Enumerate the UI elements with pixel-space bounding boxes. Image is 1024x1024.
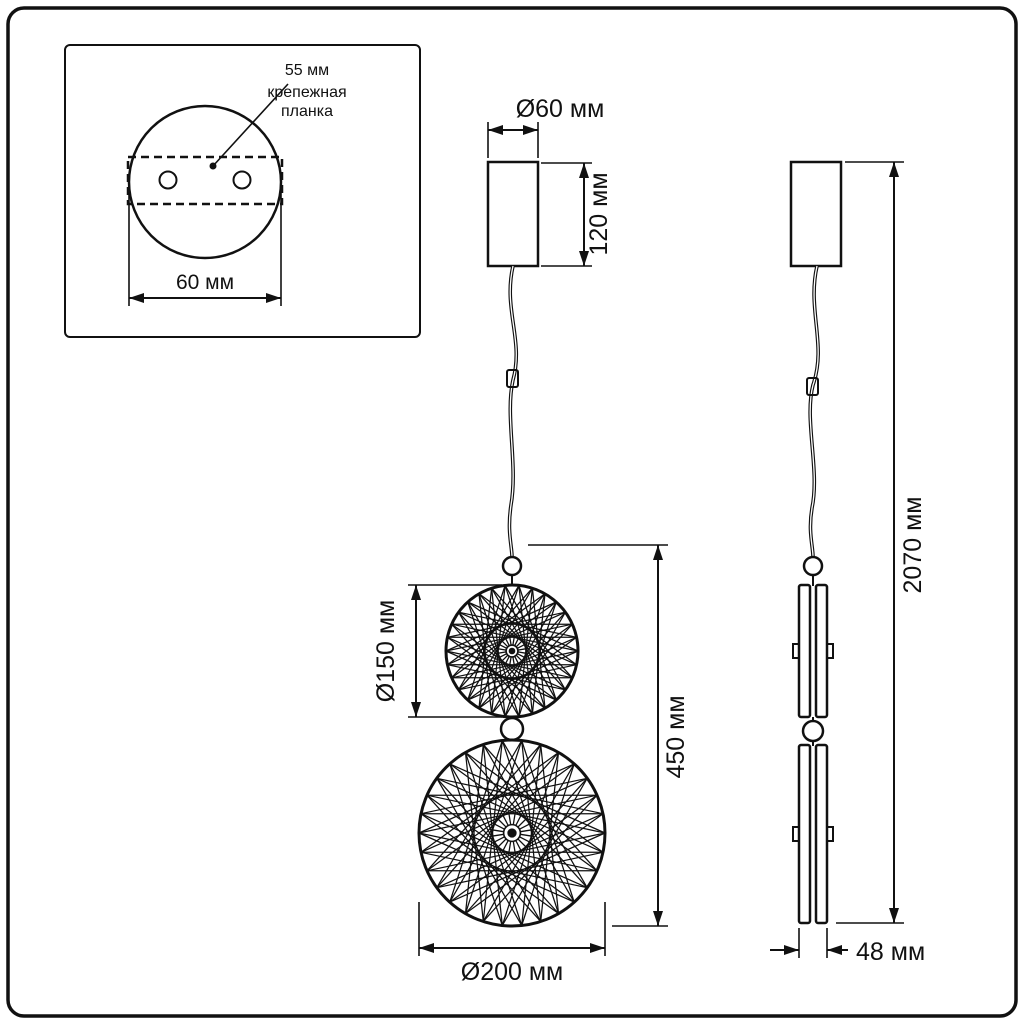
decor-height-label: 450 мм bbox=[662, 695, 690, 778]
slab-plate-right bbox=[814, 743, 829, 925]
front-top-ball bbox=[501, 555, 523, 577]
side-disc-lower bbox=[792, 743, 834, 925]
front-canopy bbox=[486, 160, 540, 268]
slab-plate-left bbox=[797, 583, 812, 719]
side-wire-ferrule bbox=[806, 377, 819, 396]
large-disc-diameter-label: Ø200 мм bbox=[461, 958, 563, 986]
leader-line bbox=[212, 83, 289, 167]
canopy-bottom-circle bbox=[127, 104, 283, 260]
total-height-label: 2070 мм bbox=[899, 497, 927, 594]
plate-name-line1: крепежная bbox=[267, 84, 346, 101]
slab-plate-right bbox=[814, 583, 829, 719]
front-wire-inner bbox=[508, 265, 517, 558]
small-disc-diameter-label: Ø150 мм bbox=[372, 600, 400, 702]
dim-small-disc-diameter: Ø150 мм bbox=[372, 584, 502, 718]
dim-canopy-diameter: Ø60 мм bbox=[487, 95, 605, 158]
dim-total-height: 2070 мм bbox=[836, 161, 927, 924]
inset-width-label: 60 мм bbox=[176, 271, 234, 294]
body-width-label: 48 мм bbox=[856, 938, 925, 966]
mount-hole-left bbox=[158, 170, 178, 190]
side-canopy bbox=[789, 160, 843, 268]
side-disc-upper bbox=[792, 583, 834, 719]
canopy-diameter-label: Ø60 мм bbox=[516, 95, 605, 123]
front-disc-upper bbox=[444, 583, 580, 719]
front-view: Ø60 мм 120 мм Ø150 мм 450 мм bbox=[372, 95, 690, 986]
inset-border bbox=[64, 44, 421, 338]
dim-body-width: 48 мм bbox=[770, 928, 925, 966]
page-frame bbox=[6, 6, 1018, 1018]
side-top-ball bbox=[802, 555, 824, 577]
side-wire-inner bbox=[809, 265, 819, 558]
mount-hole-right bbox=[232, 170, 252, 190]
plate-leader: 55 мм крепежная планка bbox=[209, 62, 347, 170]
dim-canopy-height: 120 мм bbox=[541, 162, 613, 267]
side-mid-ball bbox=[801, 719, 825, 743]
plate-dim-label: 55 мм bbox=[285, 62, 329, 79]
front-disc-lower bbox=[417, 738, 607, 928]
front-mid-ball bbox=[499, 716, 525, 742]
canopy-height-label: 120 мм bbox=[585, 172, 613, 255]
inset-mount-view: 55 мм крепежная планка 60 мм bbox=[64, 44, 421, 338]
front-wire-ferrule bbox=[506, 369, 519, 388]
dim-decor-height: 450 мм bbox=[528, 544, 690, 927]
mounting-plate-dashed bbox=[126, 155, 284, 206]
side-view: 2070 мм 48 мм bbox=[770, 160, 927, 966]
dim-inset-canopy-width: 60 мм bbox=[128, 192, 282, 306]
plate-name-line2: планка bbox=[281, 103, 333, 120]
slab-plate-left bbox=[797, 743, 812, 925]
dim-large-disc-diameter: Ø200 мм bbox=[418, 902, 606, 986]
